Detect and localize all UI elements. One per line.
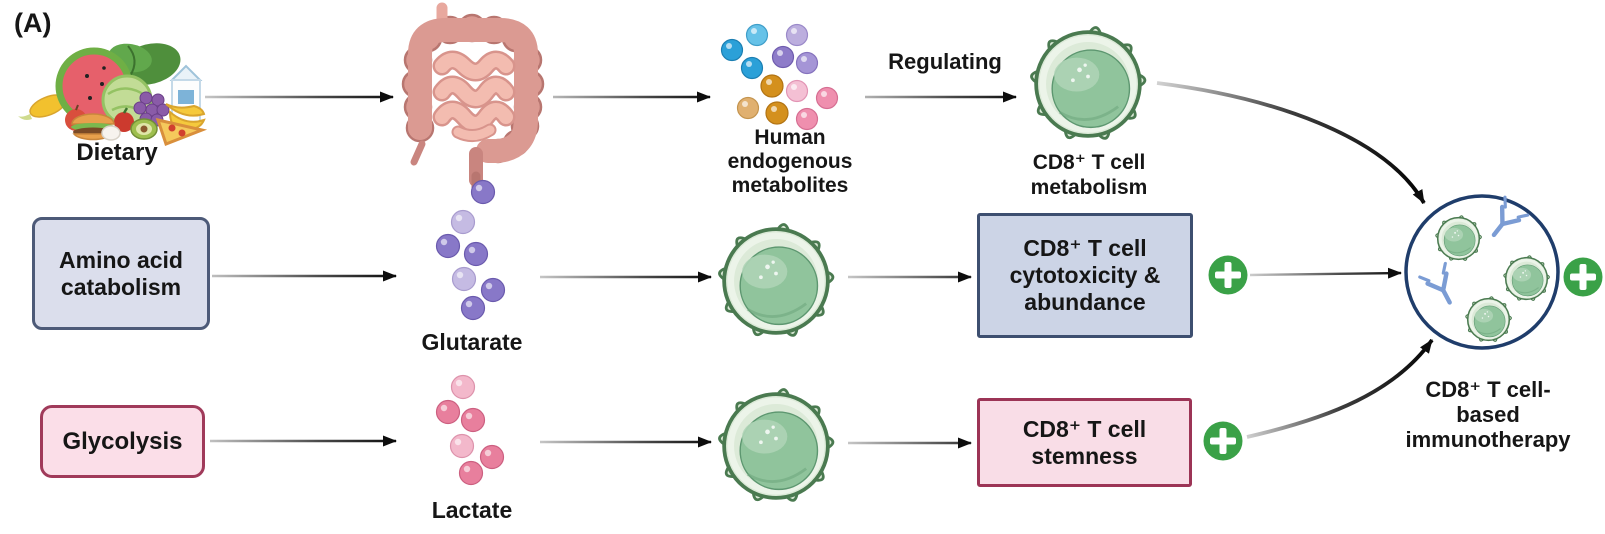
arrow-metabolism-to-circle	[1156, 81, 1426, 204]
cytotoxicity-abundance-box: CD8⁺ T cell cytotoxicity & abundance	[977, 213, 1193, 338]
glutarate-label: Glutarate	[421, 329, 523, 355]
intestine-illustration	[401, 2, 545, 193]
metabolites-label: Human endogenous metabolites	[727, 126, 853, 197]
glycolysis-box: Glycolysis	[40, 405, 205, 478]
cd8-tcell-middle-illustration	[719, 224, 834, 338]
lactate-label: Lactate	[431, 497, 513, 523]
plus-icon-cytotoxicity	[1208, 255, 1248, 295]
regulating-label: Regulating	[888, 49, 1002, 74]
immunotherapy-label: CD8⁺ T cell- based immunotherapy	[1405, 377, 1571, 452]
glutarate-dots	[435, 179, 506, 321]
immunotherapy-circle	[1404, 194, 1560, 350]
plus-icon-immunotherapy	[1563, 257, 1603, 297]
stemness-box: CD8⁺ T cell stemness	[977, 398, 1192, 487]
plus-icon-stemness	[1203, 421, 1243, 461]
cd8-tcell-metabolism-illustration	[1031, 27, 1146, 141]
cd8-tcell-bottom-illustration	[719, 389, 834, 503]
dietary-label: Dietary	[76, 139, 158, 166]
panel-label: (A)	[14, 8, 52, 38]
lactate-dots	[435, 374, 505, 486]
arrow-cytotoxicity-to-circle	[1249, 267, 1402, 279]
metabolite-dots	[720, 23, 839, 131]
dietary-foods-illustration	[18, 43, 208, 146]
amino-acid-catabolism-box: Amino acid catabolism	[32, 217, 210, 330]
tcell-metabolism-label: CD8⁺ T cell metabolism	[1030, 151, 1148, 199]
antibody-icon	[1483, 197, 1528, 244]
antibody-icon	[1420, 263, 1463, 309]
